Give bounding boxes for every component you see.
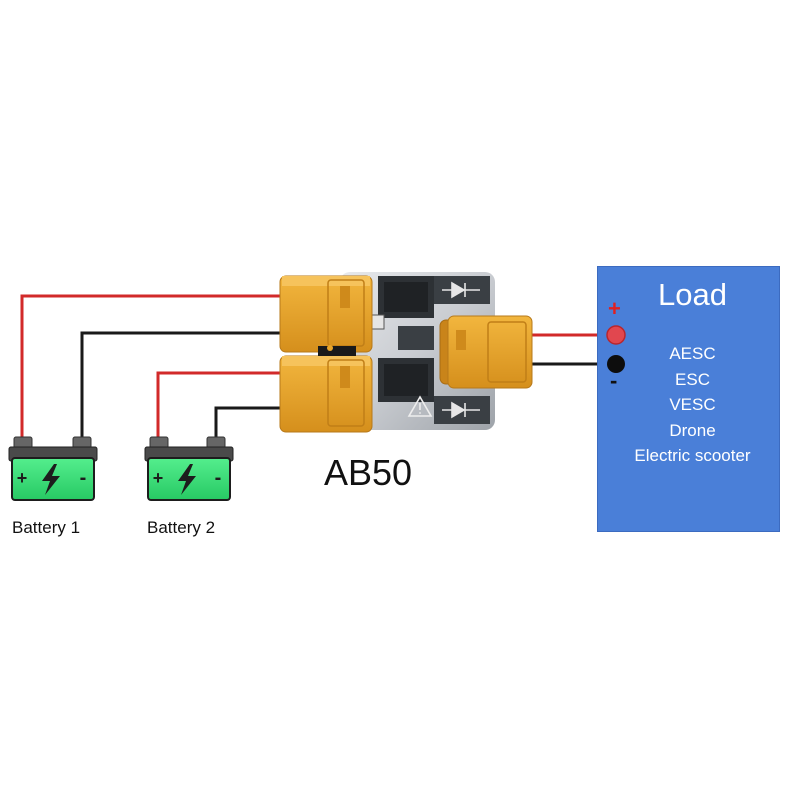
battery-1-icon bbox=[8, 436, 98, 501]
input-connector-1 bbox=[279, 275, 373, 353]
battery-2-positive-wire bbox=[156, 371, 282, 447]
load-item-esc: ESC bbox=[675, 369, 710, 389]
ab50-module bbox=[340, 272, 495, 430]
battery-2-label: Battery 2 bbox=[147, 518, 216, 537]
battery-2-icon bbox=[144, 436, 234, 501]
warning-icon bbox=[407, 395, 433, 417]
load-minus-sign: - bbox=[610, 368, 618, 393]
battery-1-positive-wire bbox=[20, 294, 282, 447]
diode-icon bbox=[442, 281, 480, 299]
load-title: Load bbox=[658, 277, 727, 312]
load-item-aesc: AESC bbox=[669, 344, 716, 363]
wire-gap bbox=[318, 345, 356, 356]
load-item-drone: Drone bbox=[669, 420, 716, 440]
output-connector bbox=[439, 315, 533, 389]
load-device-list: AESC ESC VESC Drone Electric scooter bbox=[598, 341, 779, 469]
load-plus-sign: + bbox=[608, 296, 621, 321]
load-item-vesc: VESC bbox=[669, 395, 716, 414]
battery-1-negative-wire bbox=[80, 331, 282, 447]
bolt-icon bbox=[42, 464, 60, 495]
battery-2-negative-wire bbox=[214, 406, 282, 447]
model-label: AB50 bbox=[324, 452, 413, 493]
battery-1-minus-sign: - bbox=[80, 467, 87, 489]
load-panel: Load AESC ESC VESC Drone Electric scoote… bbox=[597, 266, 780, 532]
input-connector-2 bbox=[279, 355, 373, 433]
bolt-icon bbox=[178, 464, 196, 495]
diode-icon bbox=[442, 401, 480, 419]
wires bbox=[20, 294, 616, 447]
battery-2-plus-sign: + bbox=[153, 468, 164, 488]
battery-1-label: Battery 1 bbox=[12, 518, 81, 537]
battery-1-plus-sign: + bbox=[17, 468, 28, 488]
load-item-electric-scooter: Electric scooter bbox=[634, 446, 751, 465]
battery-2-minus-sign: - bbox=[215, 467, 222, 489]
